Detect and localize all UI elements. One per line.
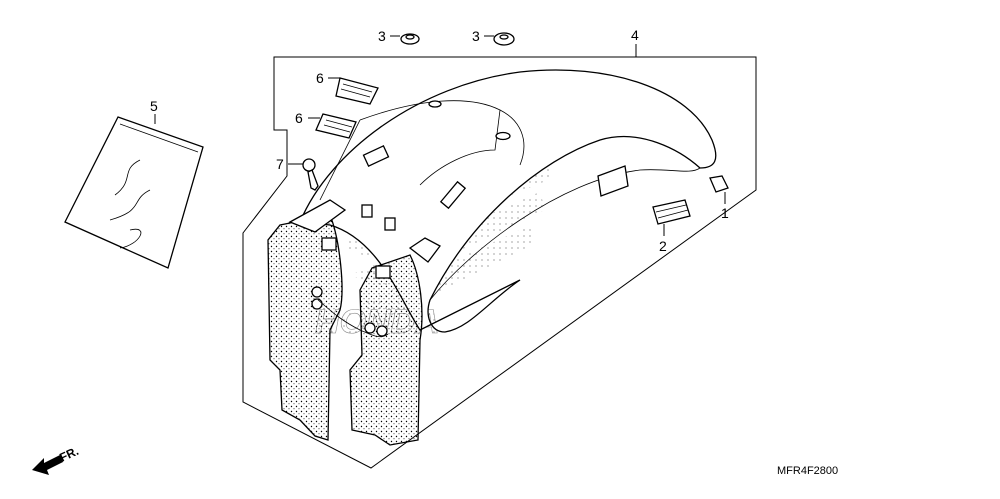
callout-4: 4 xyxy=(631,27,639,43)
right-mud-flap[interactable] xyxy=(349,254,423,446)
callout-7: 7 xyxy=(276,156,284,172)
side-reflector[interactable] xyxy=(652,199,691,225)
callout-5: 5 xyxy=(150,98,158,114)
reflector-lower[interactable] xyxy=(315,113,357,139)
tool-bag[interactable] xyxy=(64,116,204,269)
assembly-boundary xyxy=(242,56,757,469)
leader-lines xyxy=(154,35,726,236)
callout-3-left: 3 xyxy=(378,28,386,44)
clip[interactable] xyxy=(709,175,729,193)
direction-label: FR. xyxy=(57,444,80,465)
reflector-upper[interactable] xyxy=(335,77,379,105)
diagram-code: MFR4F2800 xyxy=(777,465,838,477)
callout-1: 1 xyxy=(721,205,729,221)
left-mud-flap[interactable] xyxy=(267,214,343,441)
key[interactable] xyxy=(302,158,319,191)
grommet-left[interactable] xyxy=(400,33,420,45)
callout-6-lower: 6 xyxy=(295,110,303,126)
flap-bracket xyxy=(288,199,347,233)
center-bracket xyxy=(408,237,441,263)
callout-6-upper: 6 xyxy=(316,70,324,86)
wire-harness xyxy=(317,299,389,338)
front-direction-arrow: FR. xyxy=(32,444,81,475)
callout-2: 2 xyxy=(659,238,667,254)
callout-3-right: 3 xyxy=(472,28,480,44)
grommet-right[interactable] xyxy=(493,32,515,46)
